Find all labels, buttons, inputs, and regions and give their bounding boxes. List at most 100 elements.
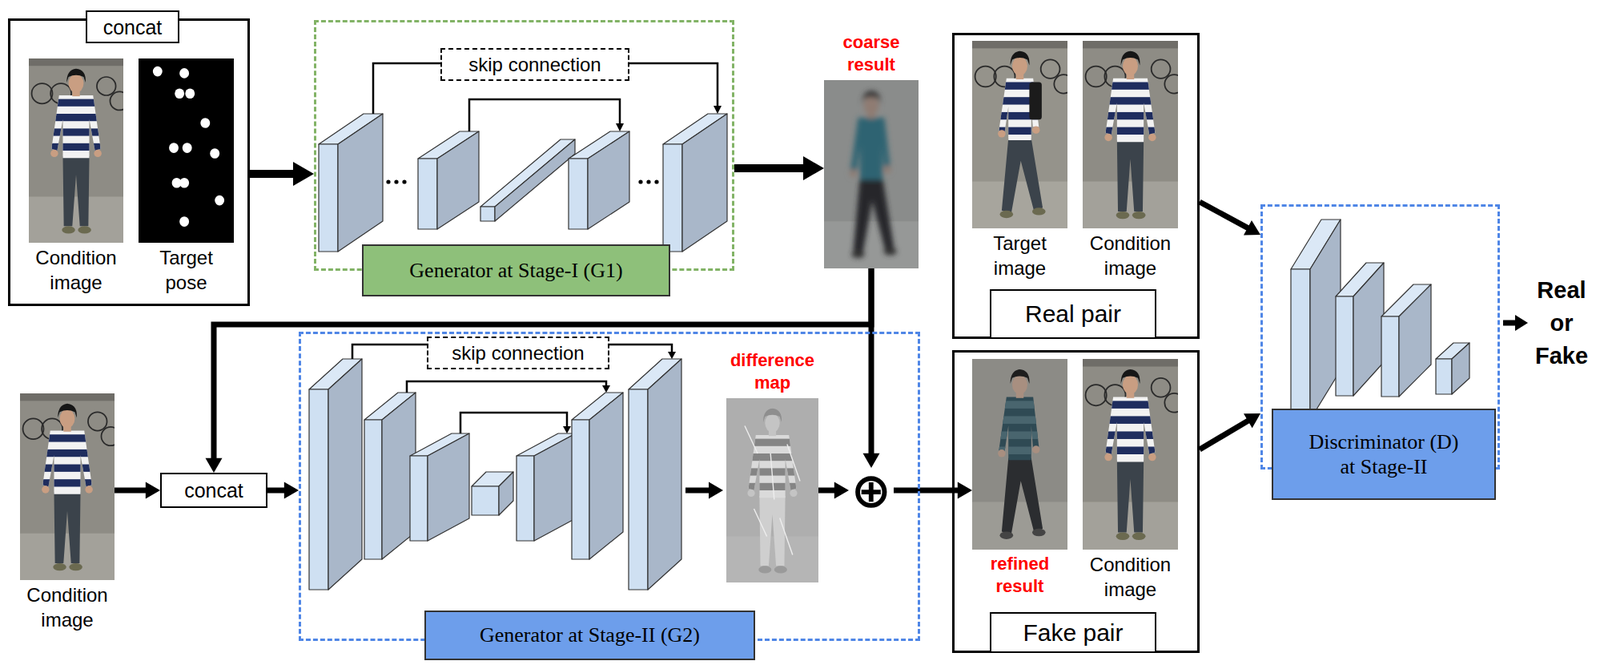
stripes: [39, 434, 97, 487]
skip-arrow-head: [615, 123, 624, 132]
layer-block: [516, 433, 576, 541]
layer-block: [663, 113, 728, 252]
bicycle-wheel: [32, 83, 53, 104]
hair: [1010, 51, 1030, 66]
layer-block: [1435, 342, 1470, 394]
shoe: [68, 562, 83, 571]
legs: [1001, 138, 1043, 214]
image-caption: Condition image: [21, 582, 113, 633]
stripe: [1101, 430, 1159, 439]
discriminator-region: Discriminator (D) at Stage-II: [1260, 204, 1500, 470]
layer-block: [309, 358, 362, 590]
hair: [1121, 51, 1141, 66]
skip-arrow-head: [562, 426, 571, 434]
pavement: [726, 535, 819, 583]
ellipsis-dot: [638, 179, 643, 184]
red-caption: refined result: [973, 552, 1066, 599]
skip-connection-box: skip connection: [426, 336, 610, 370]
hand: [747, 489, 755, 497]
cond-picture: [1082, 40, 1178, 229]
person: [48, 68, 105, 234]
hair: [57, 403, 77, 418]
noise-streak: [779, 517, 793, 555]
shoe: [77, 225, 92, 234]
target-pose-map: Target pose: [138, 58, 234, 296]
bicycle-wheel: [88, 411, 108, 431]
condition-image: Condition image: [28, 58, 124, 296]
network-output-arrow-line: [685, 487, 711, 494]
block-front: [410, 455, 428, 541]
bicycle-wheel: [1085, 384, 1107, 406]
sum-symbol: ⊕: [851, 466, 892, 515]
layer-block: [318, 113, 383, 252]
bicycle-wheel: [96, 76, 117, 96]
hand: [849, 168, 857, 177]
ellipsis-dot: [385, 179, 390, 184]
stripe: [48, 99, 105, 107]
pavement: [824, 221, 919, 269]
image-caption: Condition image: [30, 245, 122, 296]
shoe: [1132, 532, 1146, 541]
block-side: [587, 131, 630, 230]
stripe: [991, 400, 1049, 409]
photo-background: [1082, 40, 1178, 229]
arrow-head: [957, 482, 973, 499]
skip-arrow-head: [713, 105, 722, 114]
block-front: [318, 144, 338, 252]
photo-background: [972, 40, 1068, 229]
noise-streak: [770, 453, 775, 500]
fake-pair-box: Fake pairrefined resultCondition image: [952, 349, 1200, 653]
block-front: [418, 158, 438, 230]
arrow-head: [834, 482, 849, 499]
refined-picture: [972, 358, 1068, 550]
layer-block: [1381, 284, 1432, 397]
target-image: Target image: [972, 40, 1068, 282]
hair: [763, 407, 782, 422]
stripe: [1101, 96, 1159, 105]
arrow-head: [284, 482, 299, 499]
block-front: [568, 158, 588, 230]
skip-arrow-line: [406, 381, 607, 393]
person: [744, 407, 800, 573]
pose-keypoint: [168, 142, 179, 153]
block-side: [328, 358, 362, 590]
hand: [84, 485, 93, 493]
cond-picture: [20, 393, 115, 580]
decision-arrow-head: [1515, 314, 1528, 331]
arrow-head: [1243, 413, 1261, 428]
bicycle-wheel: [100, 426, 115, 446]
pose-keypoint: [182, 142, 193, 153]
face: [1012, 374, 1028, 394]
block-side: [1398, 284, 1432, 397]
arrow-head: [205, 458, 223, 473]
flow-line: [1199, 420, 1250, 450]
block-front: [571, 419, 590, 559]
stripes: [1101, 81, 1159, 135]
hair: [66, 68, 86, 83]
pavement: [1082, 502, 1178, 551]
shoe: [1000, 530, 1014, 539]
hand: [883, 165, 891, 173]
coarse-picture: [824, 80, 919, 269]
layer-block: [364, 392, 416, 559]
pose-keypoint: [179, 68, 189, 79]
stripes: [991, 400, 1049, 455]
box-text: skip connection: [451, 341, 584, 365]
bicycle-wheel: [109, 91, 124, 110]
face: [60, 409, 76, 428]
arrow-head: [145, 482, 161, 499]
block-side: [437, 131, 479, 230]
hair: [1121, 369, 1141, 384]
flow-line: [868, 268, 875, 455]
noise-streak: [754, 508, 768, 537]
output-label: Real or Fake: [1532, 273, 1591, 373]
block-side: [647, 358, 682, 590]
flow-line: [893, 487, 959, 494]
arrow-head: [293, 161, 314, 186]
face: [1122, 374, 1138, 394]
bicycle-wheel: [1164, 74, 1178, 93]
flow-line: [114, 487, 147, 494]
layer-block: [628, 358, 682, 590]
pavement: [972, 502, 1068, 551]
